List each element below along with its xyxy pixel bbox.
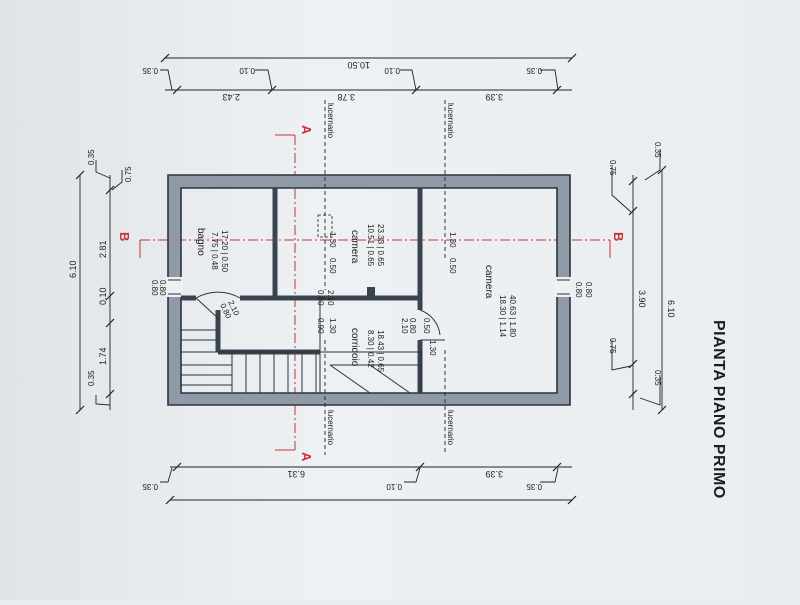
- dim-door2-d: 1.30: [428, 340, 437, 356]
- room-name: bagno: [195, 228, 206, 256]
- dim-door2-b: 0.80: [408, 318, 417, 334]
- dim-window-right-outer: 0.80: [574, 282, 583, 298]
- dim-top-b: 0.10: [239, 66, 255, 75]
- chimney-block: [367, 287, 375, 297]
- dim-top-c: 0.10: [384, 66, 400, 75]
- dim-left-b: 0.75: [124, 166, 133, 182]
- room-name: corridoio: [349, 328, 360, 367]
- plan-title: PIANTA PIANO PRIMO: [710, 320, 727, 499]
- dim-right-d: 0.75: [608, 338, 617, 354]
- dim-corr-a: 0.80: [316, 290, 325, 306]
- dim-top-e: 2.43: [222, 92, 240, 102]
- dim-bottom-e: 6.31: [287, 469, 305, 479]
- dim-bottom-b: 0.10: [386, 482, 402, 491]
- dim-top-total: 10.50: [347, 60, 370, 70]
- dim-right-e: 0.35: [653, 370, 662, 386]
- skylight-label-4: lucernario: [446, 410, 455, 446]
- dim-right-total: 6.10: [666, 300, 676, 318]
- dim-right-a: 0.75: [608, 160, 617, 176]
- window-right: [555, 277, 572, 297]
- room-name: camera: [483, 265, 494, 299]
- window-left: [166, 277, 183, 297]
- room-area-1: 8.30 | 0.42: [366, 330, 375, 368]
- dim-right-c: 3.90: [637, 290, 647, 308]
- dim-window-left-outer: 0.80: [150, 280, 159, 296]
- dim-camera-large-a: 1.30: [448, 232, 457, 248]
- dim-top-g: 3.39: [485, 92, 503, 102]
- dim-camera-small-a: 1.30: [328, 232, 337, 248]
- room-area-2: 18.43 | 0.65: [376, 330, 385, 373]
- dim-right-b: 0.35: [653, 142, 662, 158]
- outer-wall: [167, 174, 571, 406]
- dim-bottom-a: 0.35: [142, 482, 158, 491]
- dim-left-total: 6.10: [68, 260, 78, 278]
- room-corridoio: corridoio 8.30 | 0.42 18.43 | 0.65: [349, 328, 385, 373]
- room-area-1: 18.30 | 1.14: [498, 295, 507, 338]
- room-area-2: 17.20 | 0.50: [220, 230, 229, 273]
- dim-window-right-inner: 0.80: [584, 282, 593, 298]
- section-label-a-bottom: A: [299, 452, 314, 462]
- section-label-b-left: B: [117, 232, 132, 241]
- skylight-label-3: lucernario: [326, 410, 335, 446]
- dim-door2-a: 2.10: [400, 318, 409, 334]
- room-area-2: 23.33 | 0.65: [376, 224, 385, 267]
- dim-camera-small-b: 0.50: [328, 258, 337, 274]
- room-area-1: 7.75 | 0.48: [210, 232, 219, 270]
- door-bagno: [195, 291, 241, 299]
- room-name: camera: [349, 230, 360, 264]
- room-camera-small: camera 10.51 | 0.65 23.33 | 0.65: [349, 224, 385, 267]
- skylight-label-1: lucernario: [326, 103, 335, 139]
- dim-left-a: 0.35: [87, 149, 96, 165]
- section-label-a-top: A: [299, 125, 314, 135]
- dim-corr-b: 2.10: [326, 290, 335, 306]
- dim-bottom-f: 3.39: [485, 469, 503, 479]
- dim-left-c: 2.81: [98, 240, 108, 258]
- dim-top-d: 0.35: [526, 66, 542, 75]
- dim-bottom-c: 0.35: [526, 482, 542, 491]
- section-label-b-right: B: [611, 232, 626, 241]
- dim-corr-c: 0.90: [316, 318, 325, 334]
- dim-door2-c: 0.50: [422, 318, 431, 334]
- dim-left-d: 0.10: [98, 287, 108, 305]
- dim-left-e: 1.74: [98, 347, 108, 365]
- dim-camera-large-b: 0.50: [448, 258, 457, 274]
- dim-left-f: 0.35: [87, 370, 96, 386]
- dim-window-left-inner: 0.80: [158, 280, 167, 296]
- room-bagno: bagno 7.75 | 0.48 17.20 | 0.50: [195, 228, 229, 273]
- dim-top-f: 3.78: [337, 92, 355, 102]
- skylight-label-2: lucernario: [446, 103, 455, 139]
- dim-top-a: 0.35: [142, 66, 158, 75]
- staircase: [180, 300, 422, 394]
- room-area-2: 40.63 | 1.80: [508, 295, 517, 338]
- room-camera-large: camera 18.30 | 1.14 40.63 | 1.80: [483, 265, 517, 338]
- door-camera-large: [419, 309, 441, 336]
- dim-corr-d: 1.30: [328, 318, 337, 334]
- room-area-1: 10.51 | 0.65: [366, 224, 375, 267]
